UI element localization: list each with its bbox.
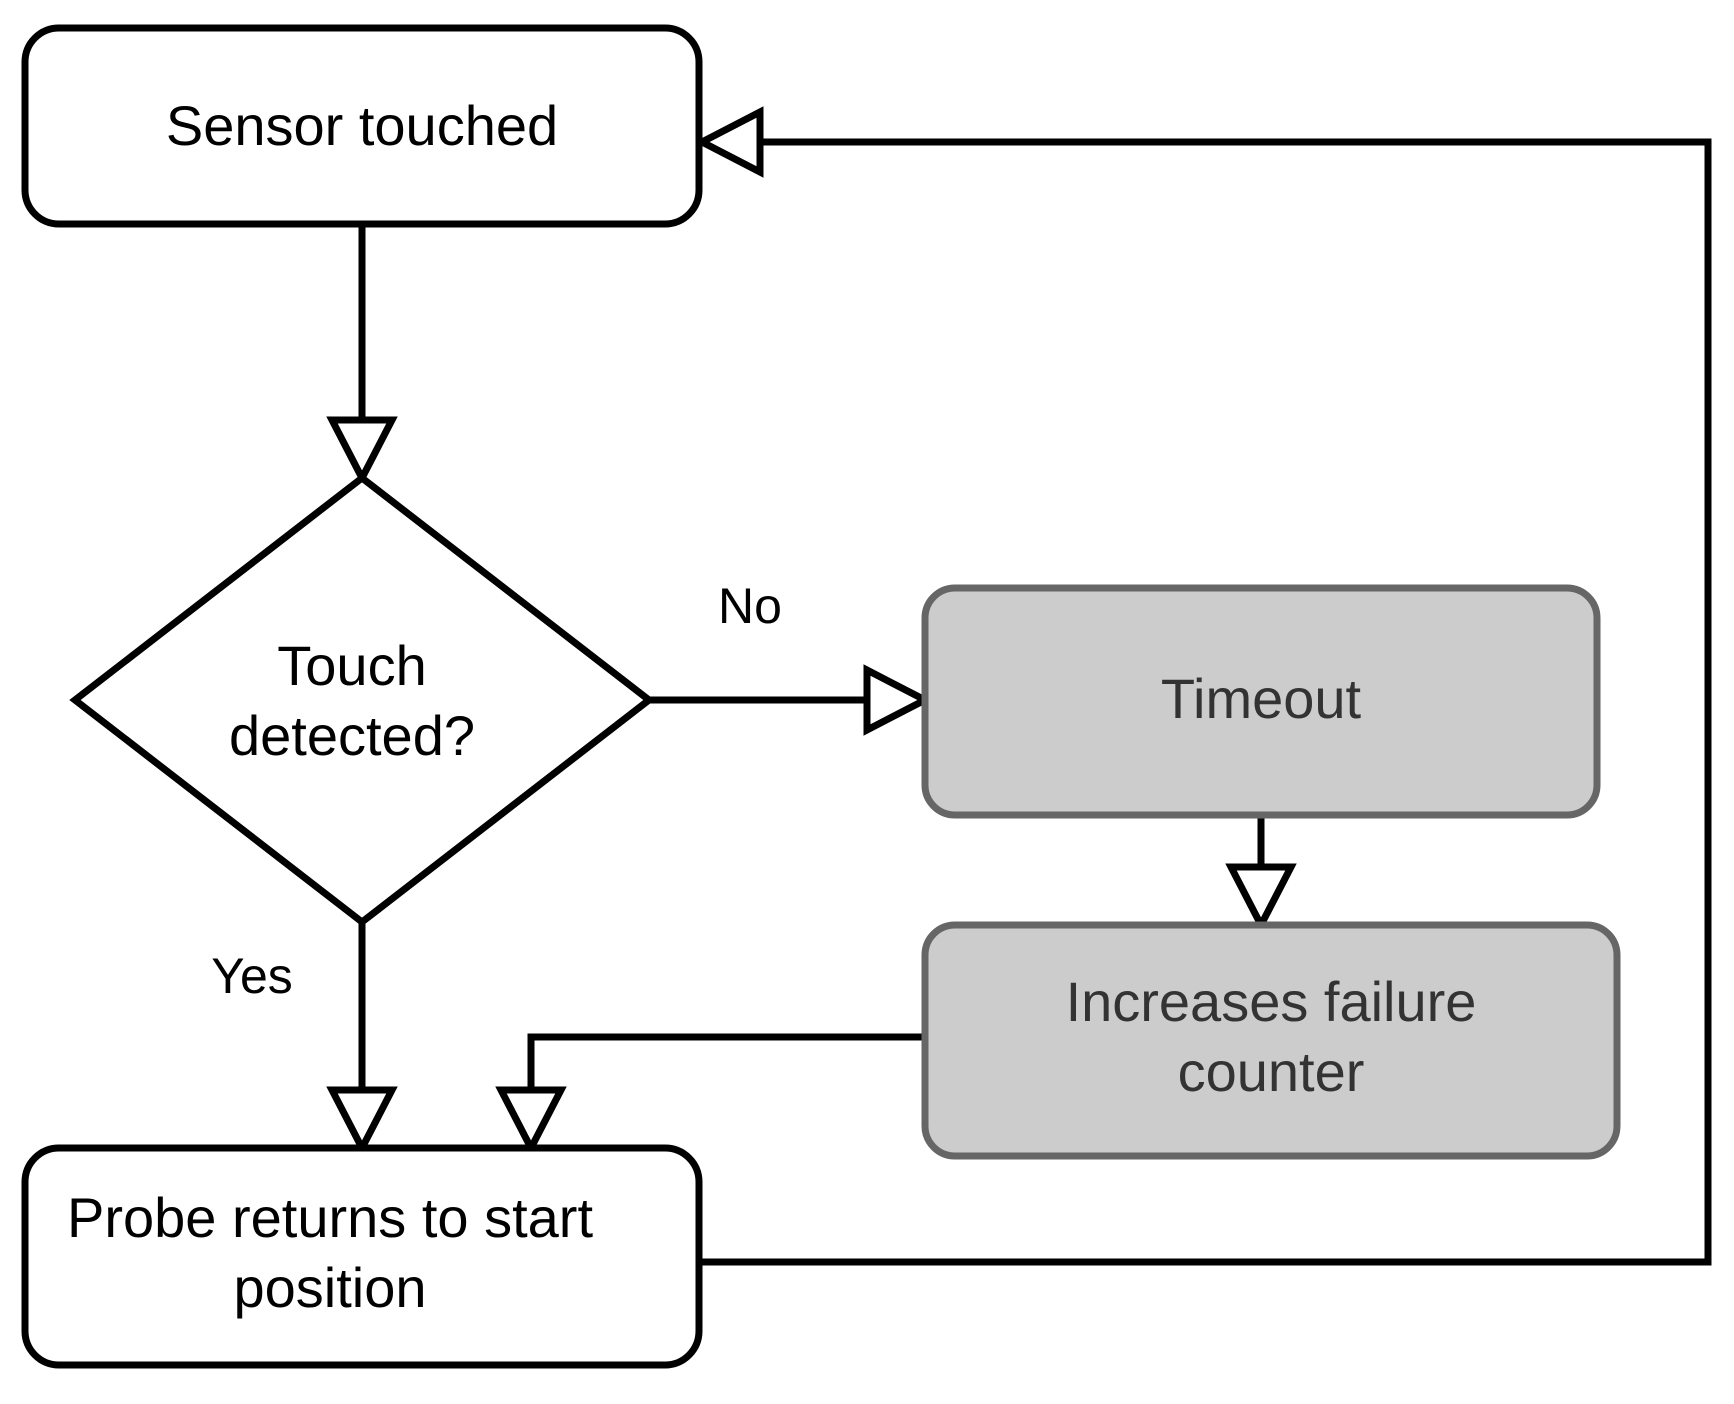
node-probe-returns[interactable]: Probe returns to start position [21, 1144, 703, 1369]
node-touch-detected-shape [69, 473, 655, 927]
node-increases-failure-counter-label-line-1: Increases failure [1066, 970, 1477, 1033]
arrowhead-into-decision [326, 416, 398, 486]
node-probe-returns-label-line-1: Probe returns to start [67, 1186, 593, 1249]
edge-label-yes: Yes [211, 948, 293, 1004]
arrowhead-into-counter [1225, 863, 1297, 933]
node-increases-failure-counter[interactable]: Increases failure counter [921, 921, 1621, 1160]
arrowhead-into-timeout [863, 664, 933, 736]
node-touch-detected-label-line-2: detected? [229, 704, 475, 767]
node-sensor-touched[interactable]: Sensor touched [21, 24, 703, 228]
node-probe-returns-shape [21, 1144, 703, 1369]
node-timeout-label: Timeout [1161, 667, 1362, 730]
node-probe-returns-label-line-2: position [233, 1256, 426, 1319]
node-sensor-touched-label: Sensor touched [166, 94, 558, 157]
node-sensor-touched-shape [21, 24, 703, 228]
node-increases-failure-counter-shape [921, 921, 1621, 1160]
edge-probe-to-sensor [699, 138, 1712, 1266]
edge-label-no: No [718, 578, 782, 634]
arrowhead-into-probe-yes [326, 1086, 398, 1156]
arrowhead-into-sensor [694, 106, 764, 178]
node-increases-failure-counter-label-line-2: counter [1178, 1040, 1365, 1103]
arrowhead-into-probe-counter [495, 1086, 567, 1156]
node-timeout-shape [921, 584, 1601, 819]
node-timeout[interactable]: Timeout [921, 584, 1601, 819]
node-touch-detected-label-line-1: Touch [277, 634, 426, 697]
node-touch-detected[interactable]: Touch detected? [69, 473, 655, 927]
edge-counter-to-probe [527, 1033, 925, 1104]
